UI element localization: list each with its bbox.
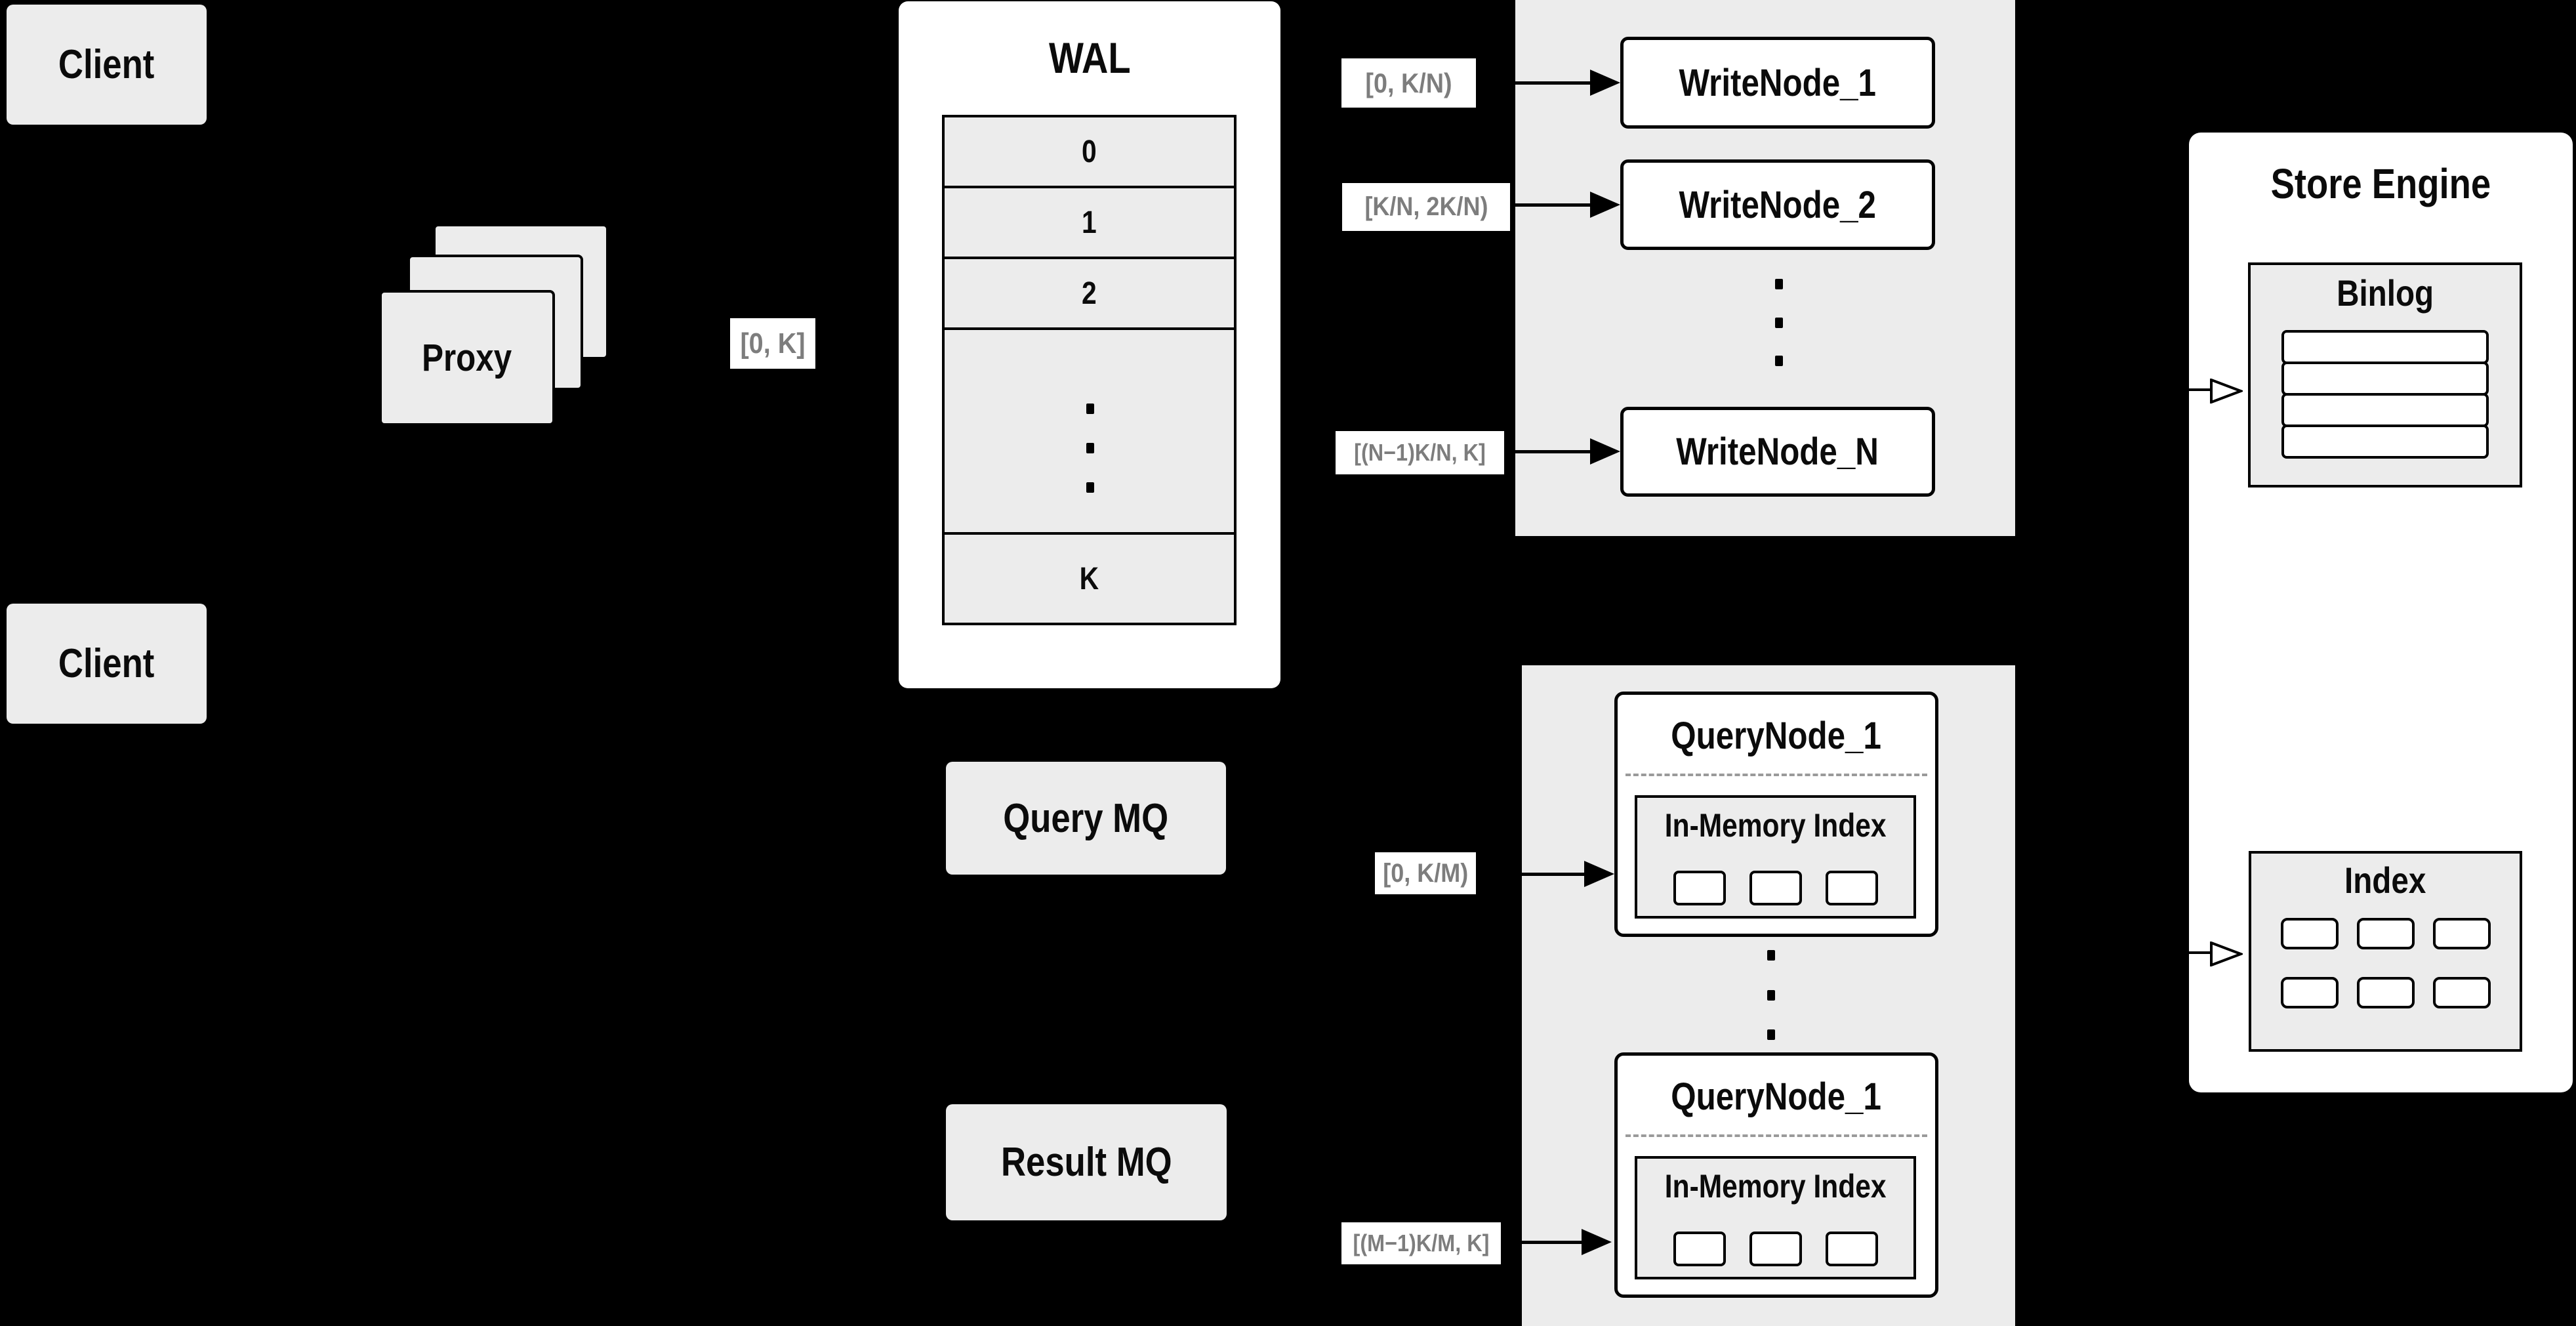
binlog-title: Binlog (2336, 272, 2434, 314)
segment-square (1825, 1232, 1878, 1266)
proxy-node: Proxy (379, 290, 555, 426)
write-node-2: WriteNode_2 (1620, 159, 1935, 250)
in-memory-index-title: In-Memory Index (1664, 807, 1887, 844)
wal-title: WAL (1048, 33, 1131, 82)
range-label-query-node-1: [0, K/M) (1375, 852, 1476, 894)
index-title: Index (2344, 859, 2426, 901)
in-memory-index-box-1: In-Memory Index (1635, 795, 1916, 919)
client-node-top-label: Client (58, 42, 155, 87)
in-memory-index-title: In-Memory Index (1664, 1168, 1887, 1205)
index-segment-grid (2251, 918, 2520, 1008)
index-box: Index (2249, 851, 2522, 1052)
open-arrowhead-icon (2210, 379, 2243, 404)
in-memory-index-box-2: In-Memory Index (1635, 1156, 1916, 1279)
query-node-2: QueryNode_1 In-Memory Index (1614, 1052, 1938, 1298)
index-segment-squares (1637, 871, 1913, 905)
binlog-row (2281, 330, 2489, 364)
segment-square (2432, 918, 2491, 949)
client-node-bottom: Client (7, 604, 207, 724)
ellipsis-dots-icon (1775, 279, 1783, 366)
wal-segment-0: 0 (942, 115, 1237, 188)
segment-square (1673, 1232, 1726, 1266)
wal-segment-2: 2 (942, 257, 1237, 330)
client-node-bottom-label: Client (58, 641, 155, 686)
result-mq-node: Result MQ (946, 1104, 1227, 1220)
segment-square (2356, 918, 2415, 949)
index-segment-squares (1637, 1232, 1913, 1266)
query-mq-node: Query MQ (946, 762, 1226, 875)
binlog-row (2281, 362, 2489, 396)
dashed-separator (1625, 774, 1927, 776)
segment-square (2356, 977, 2415, 1008)
store-engine-title: Store Engine (2270, 160, 2491, 207)
query-node-1: QueryNode_1 In-Memory Index (1614, 692, 1938, 937)
wal-segment-table: 0 1 2 K (942, 115, 1237, 625)
query-node-2-title: QueryNode_1 (1671, 1075, 1882, 1118)
range-label-write-node-n: [(N−1)K/N, K] (1336, 431, 1504, 474)
proxy-node-label: Proxy (422, 337, 512, 379)
range-label-write-node-1: [0, K/N) (1341, 58, 1476, 108)
dashed-separator (1625, 1134, 1927, 1137)
segment-square (1673, 871, 1726, 905)
range-label-write-node-2: [K/N, 2K/N) (1342, 183, 1510, 231)
binlog-row (2281, 393, 2489, 427)
binlog-box: Binlog (2248, 262, 2522, 487)
binlog-rows (2281, 330, 2489, 459)
ellipsis-dots-icon (1086, 404, 1094, 493)
open-arrowhead-icon (2210, 942, 2243, 966)
client-node-top: Client (7, 5, 207, 125)
write-node-n: WriteNode_N (1620, 407, 1935, 497)
segment-square (2432, 977, 2491, 1008)
query-node-1-title: QueryNode_1 (1671, 714, 1882, 757)
range-label-proxy-wal: [0, K] (730, 318, 815, 369)
wal-segment-1: 1 (942, 186, 1237, 259)
segment-square (2280, 918, 2339, 949)
segment-square (1825, 871, 1878, 905)
write-node-1: WriteNode_1 (1620, 37, 1935, 129)
wal-segment-ellipsis (942, 327, 1237, 535)
wal-segment-k: K (942, 532, 1237, 625)
ellipsis-dots-icon (1767, 950, 1775, 1040)
segment-square (1749, 871, 1802, 905)
range-label-query-node-2: [(M−1)K/M, K] (1341, 1222, 1501, 1264)
binlog-row (2281, 425, 2489, 459)
segment-square (1749, 1232, 1802, 1266)
segment-square (2280, 977, 2339, 1008)
